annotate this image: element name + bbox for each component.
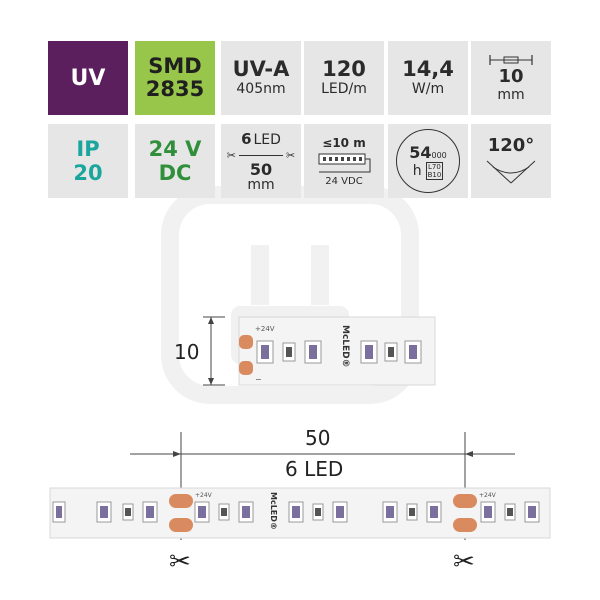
power-unit: W/m bbox=[411, 81, 445, 97]
uv-tile: UV bbox=[48, 41, 128, 115]
cut-section-length: 50 bbox=[305, 426, 331, 450]
strip-width-dimension: 10 bbox=[174, 340, 200, 364]
cut-length-unit: mm bbox=[247, 176, 275, 193]
width-value: 10 bbox=[498, 65, 524, 87]
uva-tile: UV-A 405nm bbox=[221, 41, 301, 115]
cut-point-left-scissors-icon: ✂ bbox=[169, 547, 191, 577]
cut-led-count: 6 bbox=[241, 129, 252, 148]
cut-unit-tile: 6 LED ✂ ✂ 50 mm bbox=[221, 124, 301, 198]
scissors-right-icon: ✂ bbox=[286, 148, 296, 162]
cut-section-led-count: 6 LED bbox=[285, 457, 344, 481]
power-value: 14,4 bbox=[402, 57, 454, 81]
ip-value: 20 bbox=[73, 161, 103, 185]
power-tile: 14,4 W/m bbox=[388, 41, 468, 115]
smd-label: SMD bbox=[148, 54, 202, 78]
short-strip-drawing: +24V − McLED® bbox=[203, 316, 436, 386]
max-run-tile: ≤10 m 24 VDC bbox=[304, 124, 384, 198]
cut-point-right-scissors-icon: ✂ bbox=[453, 547, 475, 577]
smd-tile: SMD 2835 bbox=[135, 41, 215, 115]
led-count-tile: 120 LED/m bbox=[304, 41, 384, 115]
lifetime-thousands: 000 bbox=[431, 150, 447, 160]
short-strip-minus-label: − bbox=[255, 375, 262, 384]
long-strip-brand: McLED® bbox=[269, 492, 278, 530]
ip-label: IP bbox=[76, 137, 100, 161]
smd-value: 2835 bbox=[145, 77, 205, 101]
lifetime-b10: B10 bbox=[427, 170, 442, 179]
lifetime-rating-box: L70 B10 bbox=[425, 161, 444, 180]
width-tile: 10 mm bbox=[471, 41, 551, 115]
short-strip-plus-label: +24V bbox=[255, 325, 275, 333]
lifetime-tile: 54 000 h L70 B10 bbox=[388, 124, 468, 198]
max-run-value: ≤10 m bbox=[322, 135, 366, 150]
led-count-value: 120 bbox=[322, 57, 366, 81]
lifetime-circle: 54 000 h L70 B10 bbox=[396, 129, 460, 193]
led-count-unit: LED/m bbox=[321, 81, 367, 97]
lifetime-l70: L70 bbox=[428, 162, 441, 171]
strip-connection-icon bbox=[318, 153, 371, 172]
long-strip-plus-label-right: +24V bbox=[479, 492, 497, 499]
long-strip-plus-label-left: +24V bbox=[195, 492, 213, 499]
beam-angle-icon bbox=[486, 160, 536, 184]
voltage-type: DC bbox=[158, 161, 192, 185]
max-run-voltage: 24 VDC bbox=[325, 175, 363, 187]
uva-label: UV-A bbox=[232, 57, 290, 81]
cut-length-value: 50 bbox=[249, 159, 273, 179]
voltage-tile: 24 V DC bbox=[135, 124, 215, 198]
cut-led-word: LED bbox=[253, 131, 281, 148]
beam-angle-value: 120° bbox=[487, 135, 535, 156]
width-unit: mm bbox=[497, 86, 525, 103]
lifetime-value: 54 bbox=[409, 142, 432, 162]
scissors-left-icon: ✂ bbox=[226, 148, 236, 162]
strip-width-icon bbox=[489, 54, 533, 65]
lifetime-hours: h bbox=[412, 162, 422, 179]
long-strip-drawing: +24V +24V McLED® ✂ ✂ bbox=[49, 432, 551, 577]
voltage-value: 24 V bbox=[148, 137, 202, 161]
ip-tile: IP 20 bbox=[48, 124, 128, 198]
uv-label: UV bbox=[70, 65, 106, 91]
beam-angle-tile: 120° bbox=[471, 124, 551, 198]
wavelength-value: 405nm bbox=[236, 81, 286, 97]
short-strip-brand: McLED® bbox=[340, 325, 350, 368]
